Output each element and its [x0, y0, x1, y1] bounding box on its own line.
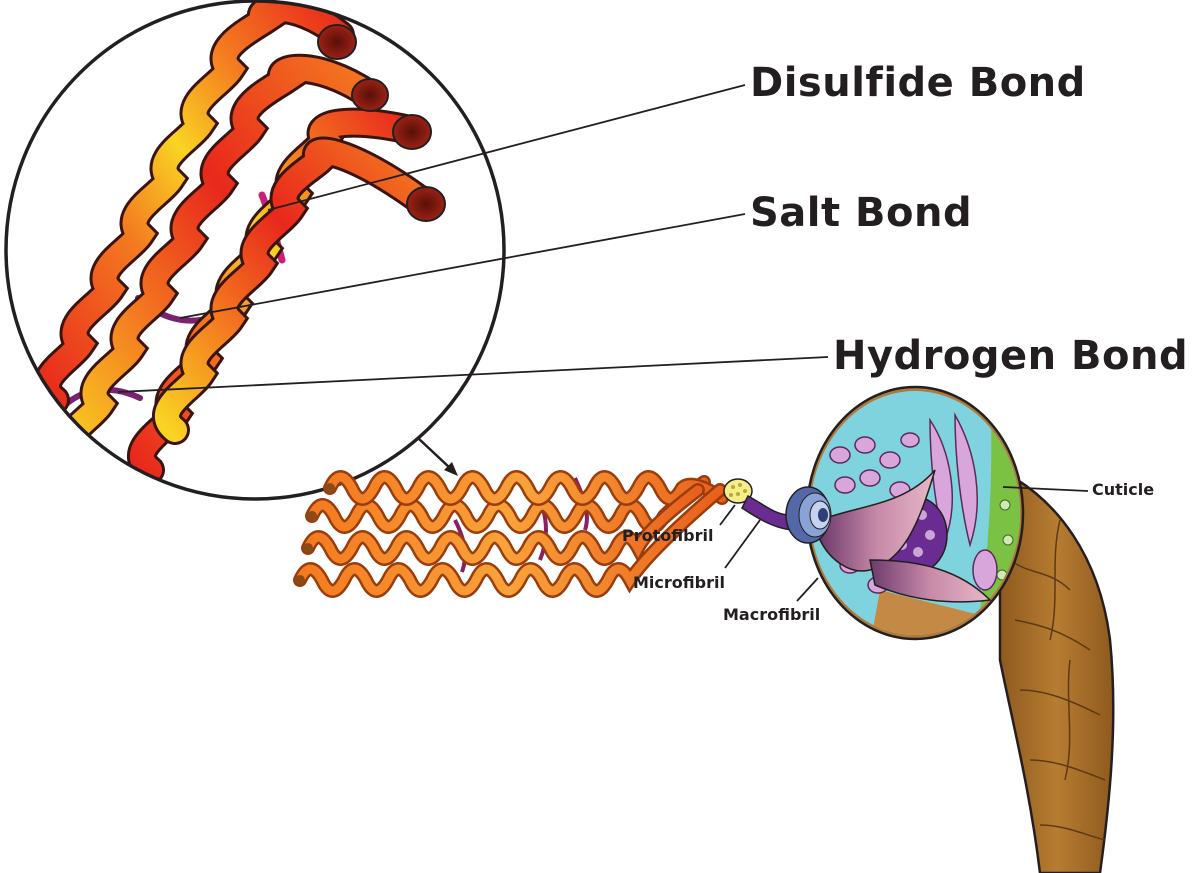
- fibril-end: [303, 543, 313, 553]
- hydrogen-bond-label: Hydrogen Bond: [833, 333, 1189, 379]
- cuticle-label: Cuticle: [1092, 480, 1155, 499]
- hair-shaft: [998, 467, 1115, 873]
- salt-bond-label: Salt Bond: [750, 190, 973, 236]
- macrofibril-cone: [819, 469, 936, 572]
- protofibril-cross-section: [723, 478, 753, 504]
- magnified-helix-view: [4, 0, 506, 501]
- zoom-arrow-icon: [417, 437, 458, 476]
- fibril-end: [325, 483, 335, 493]
- microfibril-label: Microfibril: [633, 573, 725, 592]
- magnifier-circle: [4, 0, 506, 501]
- helix-end-cap: [317, 24, 357, 60]
- helix-end-cap: [351, 78, 389, 112]
- helix-end-cap: [392, 114, 432, 150]
- protofibril-coils: [293, 470, 729, 598]
- disulfide-bond-label: Disulfide Bond: [750, 60, 1086, 106]
- helix-end-cap: [406, 186, 446, 222]
- macrofibril-label: Macrofibril: [723, 605, 821, 624]
- fibril-end: [295, 575, 305, 585]
- hair-cross-section: [785, 385, 1025, 641]
- protofibril-label: Protofibril: [622, 526, 714, 545]
- fibril-end: [307, 511, 317, 521]
- leader-lines: [117, 84, 1089, 602]
